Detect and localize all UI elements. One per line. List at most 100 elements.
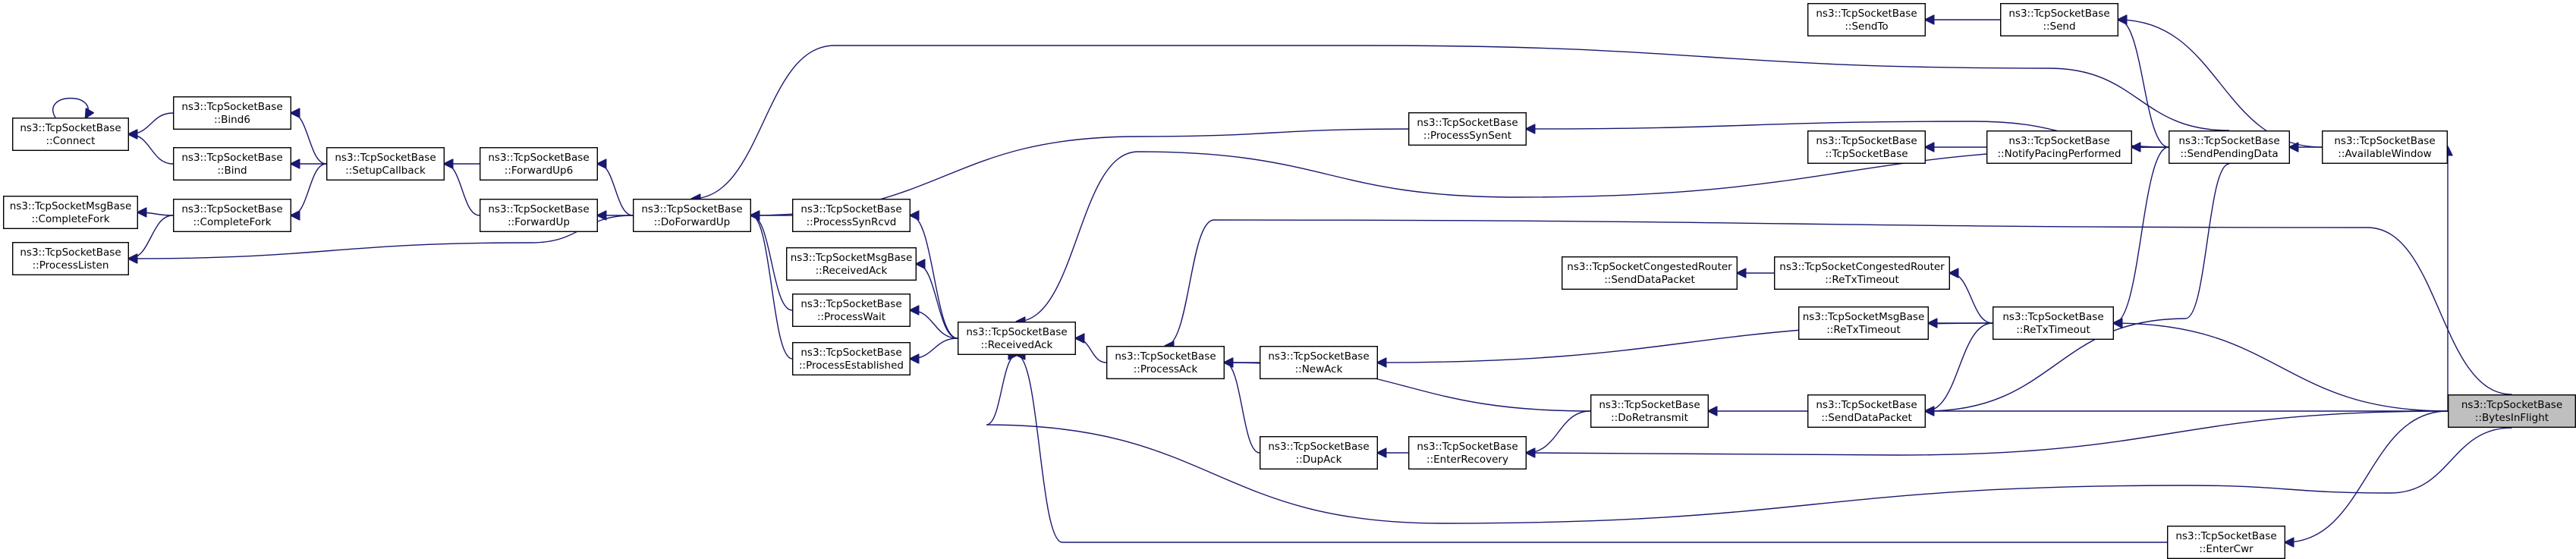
node-label-line2: ::NotifyPacingPerformed [1998,148,2122,160]
node-sendto[interactable]: ns3::TcpSocketBase::SendTo [1807,2,1926,36]
node-label-line2: ::SendDataPacket [1604,274,1695,286]
node-notifypacing[interactable]: ns3::TcpSocketBase::NotifyPacingPerforme… [1986,130,2132,164]
node-sendpendingdata[interactable]: ns3::TcpSocketBase::SendPendingData [2168,130,2290,164]
node-dupack[interactable]: ns3::TcpSocketBase::DupAck [1259,436,1378,470]
node-bind6[interactable]: ns3::TcpSocketBase::Bind6 [172,96,292,130]
edge-sendpendingdata-to-receivedack [1017,146,2169,322]
node-bytesinflight: ns3::TcpSocketBase::BytesInFlight [2447,394,2576,429]
node-label-line1: ns3::TcpSocketBase [2002,311,2103,323]
node-doretransmit[interactable]: ns3::TcpSocketBase::DoRetransmit [1590,394,1709,429]
node-msgretxtimeout[interactable]: ns3::TcpSocketMsgBase::ReTxTimeout [1798,306,1929,341]
node-label-line2: ::NewAck [1295,363,1343,375]
node-connect[interactable]: ns3::TcpSocketBase::Connect [12,117,130,151]
node-senddatapacket[interactable]: ns3::TcpSocketBase::SendDataPacket [1807,394,1926,429]
node-label-line2: ::ReTxTimeout [1825,274,1899,286]
edge-path [911,215,958,339]
node-processwait[interactable]: ns3::TcpSocketBase::ProcessWait [791,294,911,328]
node-box [1106,346,1225,380]
node-processlisten[interactable]: ns3::TcpSocketBase::ProcessListen [12,242,130,276]
node-label-line1: ns3::TcpSocketBase [181,203,282,215]
node-bind[interactable]: ns3::TcpSocketBase::Bind [172,146,292,181]
node-processsynsent[interactable]: ns3::TcpSocketBase::ProcessSynSent [1408,111,1527,146]
edge-path [2118,20,2323,148]
node-forwardup[interactable]: ns3::TcpSocketBase::ForwardUp [480,199,599,233]
node-box [1807,130,1926,164]
edge-doforwardup-to-forwardup6 [598,164,634,216]
edge-path [911,310,958,339]
node-entercwr[interactable]: ns3::TcpSocketBase::EnterCwr [2166,526,2285,559]
node-label-line1: ns3::TcpSocketBase [1816,399,1917,411]
node-label-line1: ns3::TcpSocketBase [2008,135,2109,147]
node-msgreceivedack[interactable]: ns3::TcpSocketMsgBase::ReceivedAck [785,247,917,281]
node-box [791,294,911,328]
node-label-line1: ns3::TcpSocketBase [335,152,436,164]
node-processack[interactable]: ns3::TcpSocketBase::ProcessAck [1106,346,1225,380]
node-label-line1: ns3::TcpSocketBase [181,152,282,164]
node-label-line1: ns3::TcpSocketBase [1417,117,1518,129]
edge-bytesinflight-to-processack [1165,219,2512,395]
node-label-line1: ns3::TcpSocketBase [20,122,121,134]
node-setupcallback[interactable]: ns3::TcpSocketBase::SetupCallback [326,146,445,181]
edge-sendpendingdata-to-send [2118,20,2169,148]
node-send[interactable]: ns3::TcpSocketBase::Send [1999,2,2118,36]
node-congretxtimeout[interactable]: ns3::TcpSocketCongestedRouter::ReTxTimeo… [1773,256,1950,290]
node-availablewindow[interactable]: ns3::TcpSocketBase::AvailableWindow [2321,130,2448,164]
edge-receivedack-to-processestablished [911,338,958,359]
edge-path [692,45,2230,199]
node-label-line2: ::ForwardUp6 [505,165,573,177]
node-forwardup6[interactable]: ns3::TcpSocketBase::ForwardUp6 [480,146,599,181]
node-processsynrcvd[interactable]: ns3::TcpSocketBase::ProcessSynRcvd [791,199,911,233]
edge-path [2285,410,2449,542]
edge-retxtimeout-to-senddatapacket [1926,322,1993,411]
node-label-line1: ns3::TcpSocketMsgBase [1803,311,1925,323]
node-label-line1: ns3::TcpSocketBase [1115,350,1216,363]
node-box [1561,256,1738,290]
edge-receivedack-to-processsynrcvd [911,215,958,339]
node-label-line2: ::CompleteFork [193,216,271,228]
edge-dupack-to-processack [1225,363,1260,454]
edge-processwait-to-doforwardup [751,215,793,311]
node-box [785,247,917,281]
edge-path [1527,410,1591,453]
node-congsenddatapacket[interactable]: ns3::TcpSocketCongestedRouter::SendDataP… [1561,256,1738,290]
node-box [1259,346,1378,380]
node-label-line1: ns3::TcpSocketBase [2008,8,2109,20]
node-box [2166,526,2285,559]
node-processestablished[interactable]: ns3::TcpSocketBase::ProcessEstablished [791,342,911,376]
node-box [957,322,1076,356]
node-label-line1: ns3::TcpSocketBase [1417,441,1518,453]
edge-entercwr-to-receivedack [1017,355,2167,543]
edge-receivedack-to-processwait [911,310,958,339]
node-enterrecovery[interactable]: ns3::TcpSocketBase::EnterRecovery [1408,436,1527,470]
node-label-line2: ::CompleteFork [31,213,109,225]
node-label-line1: ns3::TcpSocketBase [2334,135,2435,147]
node-label-line1: ns3::TcpSocketCongestedRouter [1779,261,1945,273]
edge-bytesinflight-to-retxtimeout [2114,323,2449,412]
node-label-line2: ::ForwardUp [508,216,570,228]
node-label-line1: ns3::TcpSocketBase [1599,399,1700,411]
node-msgcompletefork[interactable]: ns3::TcpSocketMsgBase::CompleteFork [2,196,139,230]
edge-availablewindow-to-send [2118,20,2323,148]
node-label-line1: ns3::TcpSocketCongestedRouter [1567,261,1732,273]
node-ctor[interactable]: ns3::TcpSocketBase::TcpSocketBase [1807,130,1926,164]
node-label-line1: ns3::TcpSocketBase [800,203,901,215]
node-completefork[interactable]: ns3::TcpSocketBase::CompleteFork [172,199,292,233]
edge-path [917,264,958,339]
edge-path [1165,219,2512,395]
node-box [2447,394,2576,429]
node-newack[interactable]: ns3::TcpSocketBase::NewAck [1259,346,1378,380]
node-label-line1: ns3::TcpSocketBase [1268,350,1369,363]
node-label-line1: ns3::TcpSocketBase [488,152,589,164]
edge-path [1926,322,1993,411]
edge-path [129,134,174,165]
node-box [1259,436,1378,470]
node-label-line2: ::Bind6 [214,114,250,126]
edge-path [1950,273,1993,324]
node-retxtimeout[interactable]: ns3::TcpSocketBase::ReTxTimeout [1992,306,2114,341]
edge-bind6-to-connect [129,112,174,134]
node-box [480,146,599,181]
node-receivedack[interactable]: ns3::TcpSocketBase::ReceivedAck [957,322,1076,356]
node-box [1807,2,1926,36]
node-doforwardup[interactable]: ns3::TcpSocketBase::DoForwardUp [633,199,752,233]
node-box [791,199,911,233]
